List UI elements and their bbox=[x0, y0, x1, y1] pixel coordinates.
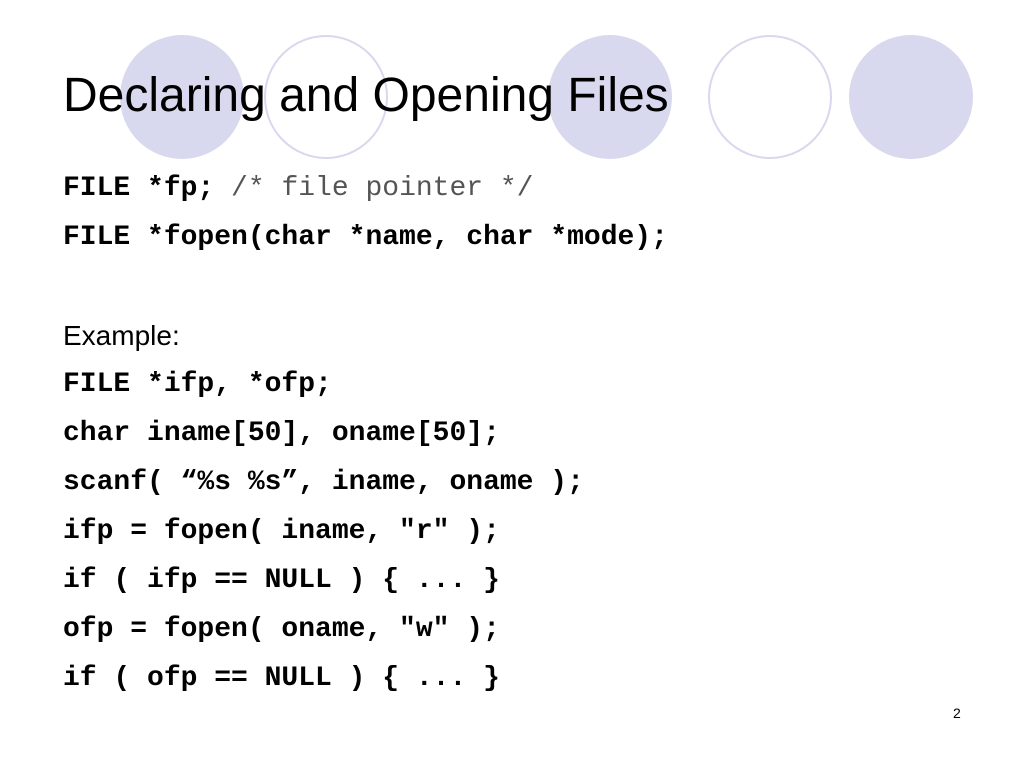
decor-circle-4 bbox=[708, 35, 832, 159]
example-label: Example: bbox=[63, 320, 180, 351]
example-code-line: if ( ifp == NULL ) { ... } bbox=[63, 565, 500, 596]
code-line-fopen-signature: FILE *fopen(char *name, char *mode); bbox=[63, 222, 668, 253]
example-code-line: FILE *ifp, *ofp; bbox=[63, 369, 332, 400]
slide-body: FILE *fp; /* file pointer */ FILE *fopen… bbox=[63, 164, 983, 703]
example-code-line: if ( ofp == NULL ) { ... } bbox=[63, 663, 500, 694]
decor-circle-1 bbox=[120, 35, 244, 159]
code-file-pointer: FILE *fp; bbox=[63, 173, 215, 204]
decor-circle-3 bbox=[548, 35, 672, 159]
blank-line bbox=[63, 262, 983, 311]
slide-title: Declaring and Opening Files bbox=[63, 69, 669, 122]
code-line-declaration: FILE *fp; /* file pointer */ bbox=[63, 164, 983, 213]
decor-circle-2 bbox=[264, 35, 388, 159]
example-code-line: ofp = fopen( oname, "w" ); bbox=[63, 614, 500, 645]
example-code-line: scanf( “%s %s”, iname, oname ); bbox=[63, 467, 584, 498]
example-code-line: ifp = fopen( iname, "r" ); bbox=[63, 516, 500, 547]
example-code-line: char iname[50], oname[50]; bbox=[63, 418, 500, 449]
decor-circle-5 bbox=[849, 35, 973, 159]
code-comment: /* file pointer */ bbox=[214, 173, 534, 204]
page-number: 2 bbox=[953, 705, 961, 721]
